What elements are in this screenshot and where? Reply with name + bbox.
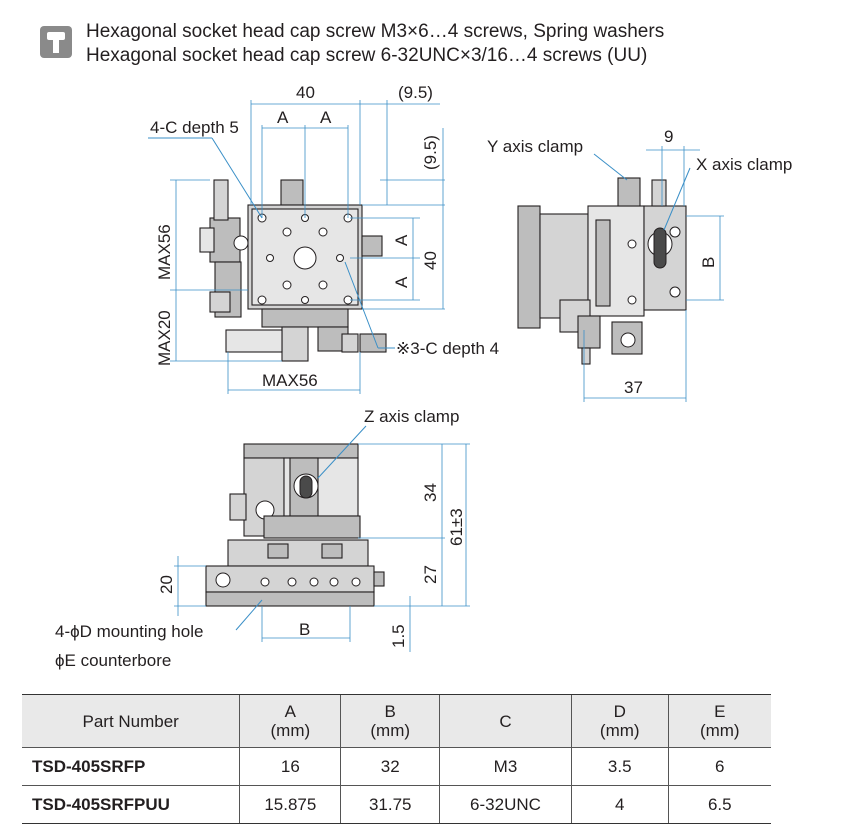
header-part-number: Part Number [22, 694, 240, 748]
header-d-label: D [613, 702, 626, 721]
dim-b-front: B [299, 620, 310, 639]
cell-e: 6 [667, 747, 771, 786]
screw-note-line2: Hexagonal socket head cap screw 6-32UNC×… [86, 45, 648, 66]
cell-a: 15.875 [239, 785, 341, 824]
dim-b-side: B [699, 257, 718, 268]
header-b-label: B [384, 702, 396, 721]
dim-40-top: 40 [296, 83, 315, 102]
dim-9: 9 [664, 127, 673, 146]
label-x-axis-clamp: X axis clamp [696, 155, 792, 174]
dim-34: 34 [421, 483, 440, 502]
table-row: TSD-405SRFPUU 15.875 31.75 6-32UNC 4 6.5 [22, 785, 771, 824]
header-e: E (mm) [667, 694, 771, 748]
technical-drawing: 40 (9.5) A A 4-C depth 5 (9.5) A A 40 MA… [55, 83, 792, 670]
table-header-row: Part Number A (mm) B (mm) C D (mm) E (mm… [22, 694, 771, 748]
dim-37: 37 [624, 378, 643, 397]
dim-max56-vertical: MAX56 [155, 224, 174, 280]
screw-note-text: Hexagonal socket head cap screw M3×6…4 s… [86, 20, 664, 68]
spec-table: Part Number A (mm) B (mm) C D (mm) E (mm… [22, 694, 771, 824]
cell-d: 3.5 [570, 747, 669, 786]
header-a-unit: (mm) [270, 721, 311, 740]
header-b: B (mm) [340, 694, 440, 748]
dim-9-5-top: (9.5) [398, 83, 433, 102]
dim-61: 61±3 [447, 508, 466, 546]
dim-a-right-1: A [392, 234, 411, 246]
top-view: 40 (9.5) A A 4-C depth 5 (9.5) A A 40 MA… [148, 83, 499, 394]
header-b-unit: (mm) [370, 721, 411, 740]
label-3c-depth: ※3-C depth 4 [396, 339, 499, 358]
front-view: Z axis clamp 34 61±3 27 20 B 1.5 4-ϕD mo… [55, 407, 470, 670]
header-d-unit: (mm) [599, 721, 640, 740]
cell-b: 31.75 [340, 785, 440, 824]
header-d: D (mm) [570, 694, 669, 748]
label-z-axis-clamp: Z axis clamp [364, 407, 459, 426]
header-e-label: E [714, 702, 726, 721]
dim-9-5-side: (9.5) [421, 135, 440, 170]
dim-a-2: A [320, 108, 332, 127]
cell-e: 6.5 [667, 785, 771, 824]
label-y-axis-clamp: Y axis clamp [487, 137, 583, 156]
header-e-unit: (mm) [699, 721, 740, 740]
dim-max20: MAX20 [155, 310, 174, 366]
dim-40-right: 40 [421, 251, 440, 270]
dim-1-5: 1.5 [389, 624, 408, 648]
screw-note-line1: Hexagonal socket head cap screw M3×6…4 s… [86, 21, 665, 42]
table-row: TSD-405SRFP 16 32 M3 3.5 6 [22, 747, 771, 786]
label-counterbore: ϕE counterbore [55, 651, 171, 670]
cell-d: 4 [570, 785, 669, 824]
dim-max56-horizontal: MAX56 [262, 371, 318, 390]
cell-c: 6-32UNC [439, 785, 572, 824]
header-a: A (mm) [239, 694, 341, 748]
dim-a-1: A [277, 108, 289, 127]
cell-part: TSD-405SRFP [22, 747, 240, 786]
header-c: C [439, 694, 572, 748]
header-a-label: A [284, 702, 297, 721]
side-view: Y axis clamp X axis clamp 9 B 37 [487, 127, 792, 402]
cell-c: M3 [439, 747, 572, 786]
label-mounting-hole: 4-ϕD mounting hole [55, 622, 203, 641]
label-4c-depth: 4-C depth 5 [150, 118, 239, 137]
cell-part: TSD-405SRFPUU [22, 785, 240, 824]
dim-a-right-2: A [392, 276, 411, 288]
dim-20: 20 [157, 575, 176, 594]
cell-b: 32 [340, 747, 440, 786]
dim-27: 27 [421, 565, 440, 584]
screw-icon [40, 26, 72, 58]
cell-a: 16 [239, 747, 341, 786]
